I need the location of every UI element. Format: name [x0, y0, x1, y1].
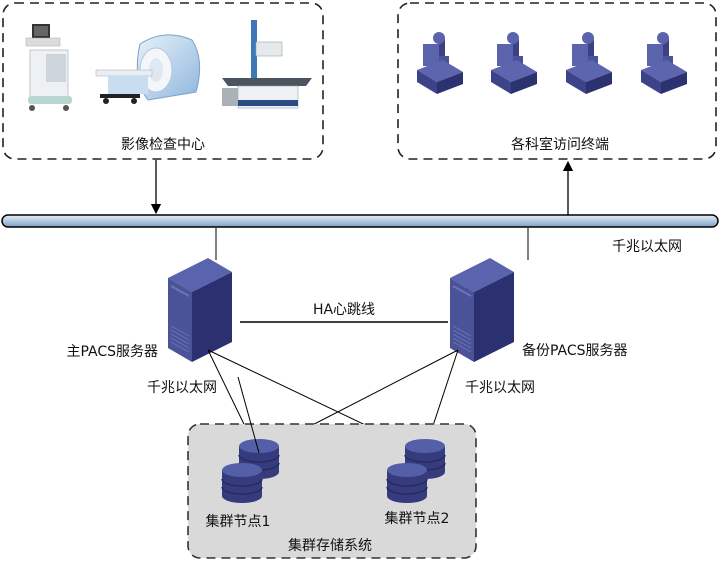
- primary-server-icon: [167, 257, 233, 363]
- storage-node-1-label: 集群节点1: [206, 513, 271, 530]
- imaging-center-frame: [2, 2, 324, 160]
- department-terminals-group: 各科室访问终端: [397, 2, 717, 160]
- cluster-storage-system: 集群节点1 集群节点2 集群存储系统: [187, 376, 477, 559]
- backup-server-label: 备份PACS服务器: [522, 342, 628, 359]
- backbone-label: 千兆以太网: [612, 239, 682, 255]
- ultrasound-machine-icon: [25, 24, 72, 111]
- storage-node-1: [221, 376, 280, 504]
- database-icon: [386, 462, 428, 504]
- backup-server-icon: [449, 257, 515, 363]
- backup-link-label: 千兆以太网: [465, 380, 535, 396]
- storage-node-2-label: 集群节点2: [385, 510, 450, 527]
- storage-system-label: 集群存储系统: [288, 537, 372, 554]
- node1-link-end: [237, 376, 260, 454]
- gigabit-ethernet-backbone: 千兆以太网: [1, 214, 719, 255]
- imaging-center-group: 影像检查中心: [2, 2, 324, 160]
- x-ray-machine-icon: [222, 20, 312, 109]
- primary-server-label: 主PACS服务器: [66, 344, 158, 360]
- primary-link-label: 千兆以太网: [147, 380, 217, 396]
- terminal-icon: [566, 32, 612, 94]
- imaging-center-label: 影像检查中心: [121, 137, 205, 153]
- terminals-label: 各科室访问终端: [511, 136, 609, 153]
- terminal-icon: [491, 32, 537, 94]
- terminals-frame: [397, 2, 717, 160]
- database-icon: [221, 462, 263, 504]
- terminal-icon: [641, 32, 687, 94]
- mri-scanner-icon: [95, 34, 201, 104]
- terminal-icon: [417, 32, 463, 94]
- ha-heartbeat-label: HA心跳线: [313, 302, 375, 318]
